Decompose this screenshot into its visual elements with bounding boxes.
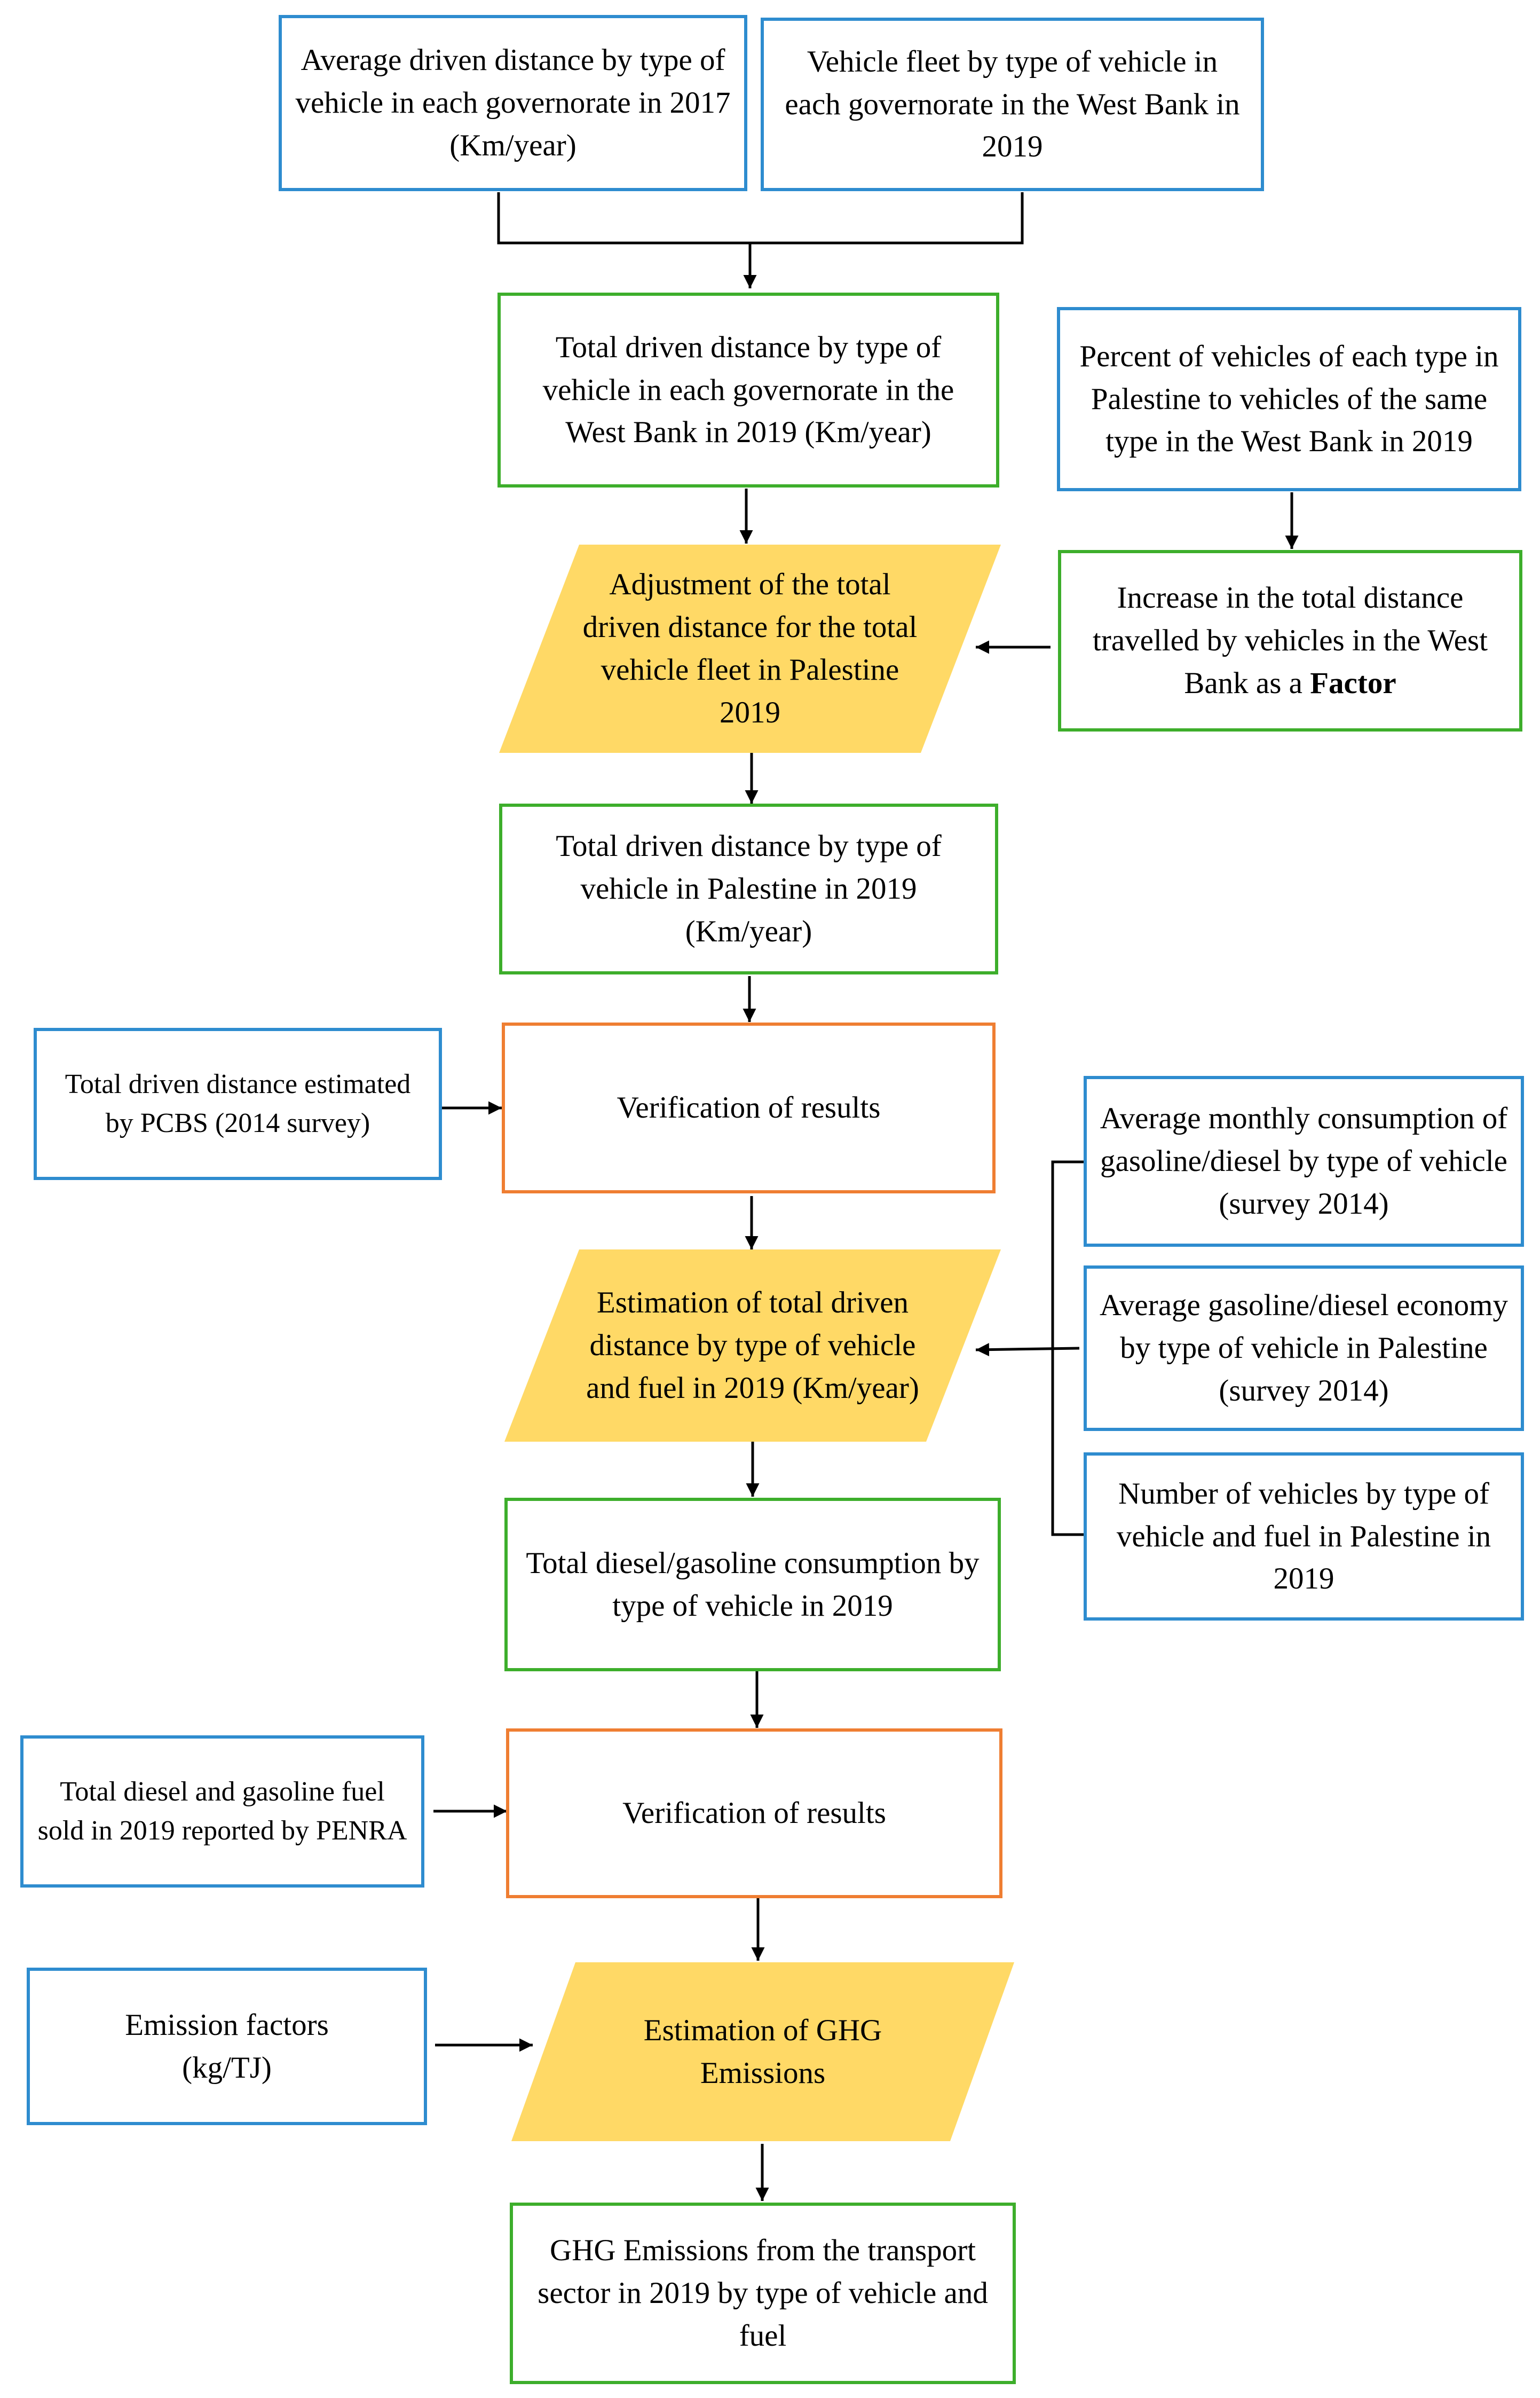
total-consumption-text: Total diesel/gasoline consumption by typ… bbox=[526, 1546, 980, 1623]
estimation-ghg-shape bbox=[511, 1962, 1014, 2141]
connector-top-bracket bbox=[497, 192, 1024, 245]
fleet-westbank-2019-text: Vehicle fleet by type of vehicle in each… bbox=[785, 44, 1240, 164]
pcbs-estimate-text: Total driven distance estimated by PCBS … bbox=[65, 1068, 411, 1138]
percent-vehicles-box: Percent of vehicles of each type in Pale… bbox=[1057, 307, 1521, 491]
total-distance-palestine-box: Total driven distance by type of vehicle… bbox=[499, 804, 998, 974]
emission-factors-text: Emission factors (kg/TJ) bbox=[125, 2008, 329, 2085]
total-distance-westbank-box: Total driven distance by type of vehicle… bbox=[497, 293, 999, 488]
verification-1-box: Verification of results bbox=[502, 1023, 996, 1193]
increase-factor-label: Increase in the total distance travelled… bbox=[1073, 577, 1507, 704]
total-consumption-box: Total diesel/gasoline consumption by typ… bbox=[504, 1498, 1001, 1671]
estimation-distance-fuel-process: Estimation of total driven distance by t… bbox=[504, 1249, 1001, 1442]
increase-factor-box: Increase in the total distance travelled… bbox=[1058, 550, 1522, 732]
avg-monthly-consumption-box: Average monthly consumption of gasoline/… bbox=[1084, 1076, 1524, 1247]
percent-vehicles-text: Percent of vehicles of each type in Pale… bbox=[1079, 339, 1499, 459]
total-distance-palestine-text: Total driven distance by type of vehicle… bbox=[556, 829, 942, 948]
increase-factor-bold: Factor bbox=[1310, 666, 1396, 700]
increase-factor-text: Increase in the total distance travelled… bbox=[1093, 581, 1488, 700]
estimation-ghg-text: Estimation of GHG Emissions bbox=[643, 2013, 882, 2090]
adjustment-process: Adjustment of the total driven distance … bbox=[499, 545, 1001, 753]
adjustment-text: Adjustment of the total driven distance … bbox=[582, 568, 918, 729]
estimation-ghg-process: Estimation of GHG Emissions bbox=[511, 1962, 1014, 2141]
avg-distance-2017-text: Average driven distance by type of vehic… bbox=[295, 43, 731, 162]
number-vehicles-fuel-text: Number of vehicles by type of vehicle an… bbox=[1116, 1476, 1491, 1596]
penra-fuel-sold-text: Total diesel and gasoline fuel sold in 2… bbox=[37, 1776, 407, 1846]
pcbs-estimate-box: Total driven distance estimated by PCBS … bbox=[34, 1028, 442, 1180]
ghg-result-text: GHG Emissions from the transport sector … bbox=[538, 2234, 988, 2353]
number-vehicles-fuel-box: Number of vehicles by type of vehicle an… bbox=[1084, 1452, 1524, 1621]
arrow-right-inputs-to-estimation bbox=[975, 1343, 1080, 1357]
verification-1-text: Verification of results bbox=[617, 1091, 881, 1125]
estimation-distance-fuel-text: Estimation of total driven distance by t… bbox=[586, 1286, 919, 1405]
verification-2-box: Verification of results bbox=[506, 1728, 1002, 1898]
total-distance-westbank-text: Total driven distance by type of vehicle… bbox=[542, 330, 954, 450]
adjustment-shape bbox=[499, 545, 1001, 753]
ghg-result-box: GHG Emissions from the transport sector … bbox=[510, 2203, 1016, 2384]
avg-fuel-economy-text: Average gasoline/diesel economy by type … bbox=[1100, 1288, 1508, 1408]
penra-fuel-sold-box: Total diesel and gasoline fuel sold in 2… bbox=[20, 1735, 424, 1888]
avg-fuel-economy-box: Average gasoline/diesel economy by type … bbox=[1084, 1265, 1524, 1431]
estimation-distance-fuel-shape bbox=[504, 1249, 1001, 1442]
avg-distance-2017-box: Average driven distance by type of vehic… bbox=[279, 15, 747, 191]
avg-monthly-consumption-text: Average monthly consumption of gasoline/… bbox=[1100, 1102, 1508, 1221]
fleet-westbank-2019-box: Vehicle fleet by type of vehicle in each… bbox=[761, 18, 1264, 191]
emission-factors-box: Emission factors (kg/TJ) bbox=[27, 1968, 427, 2125]
verification-2-text: Verification of results bbox=[622, 1796, 886, 1830]
